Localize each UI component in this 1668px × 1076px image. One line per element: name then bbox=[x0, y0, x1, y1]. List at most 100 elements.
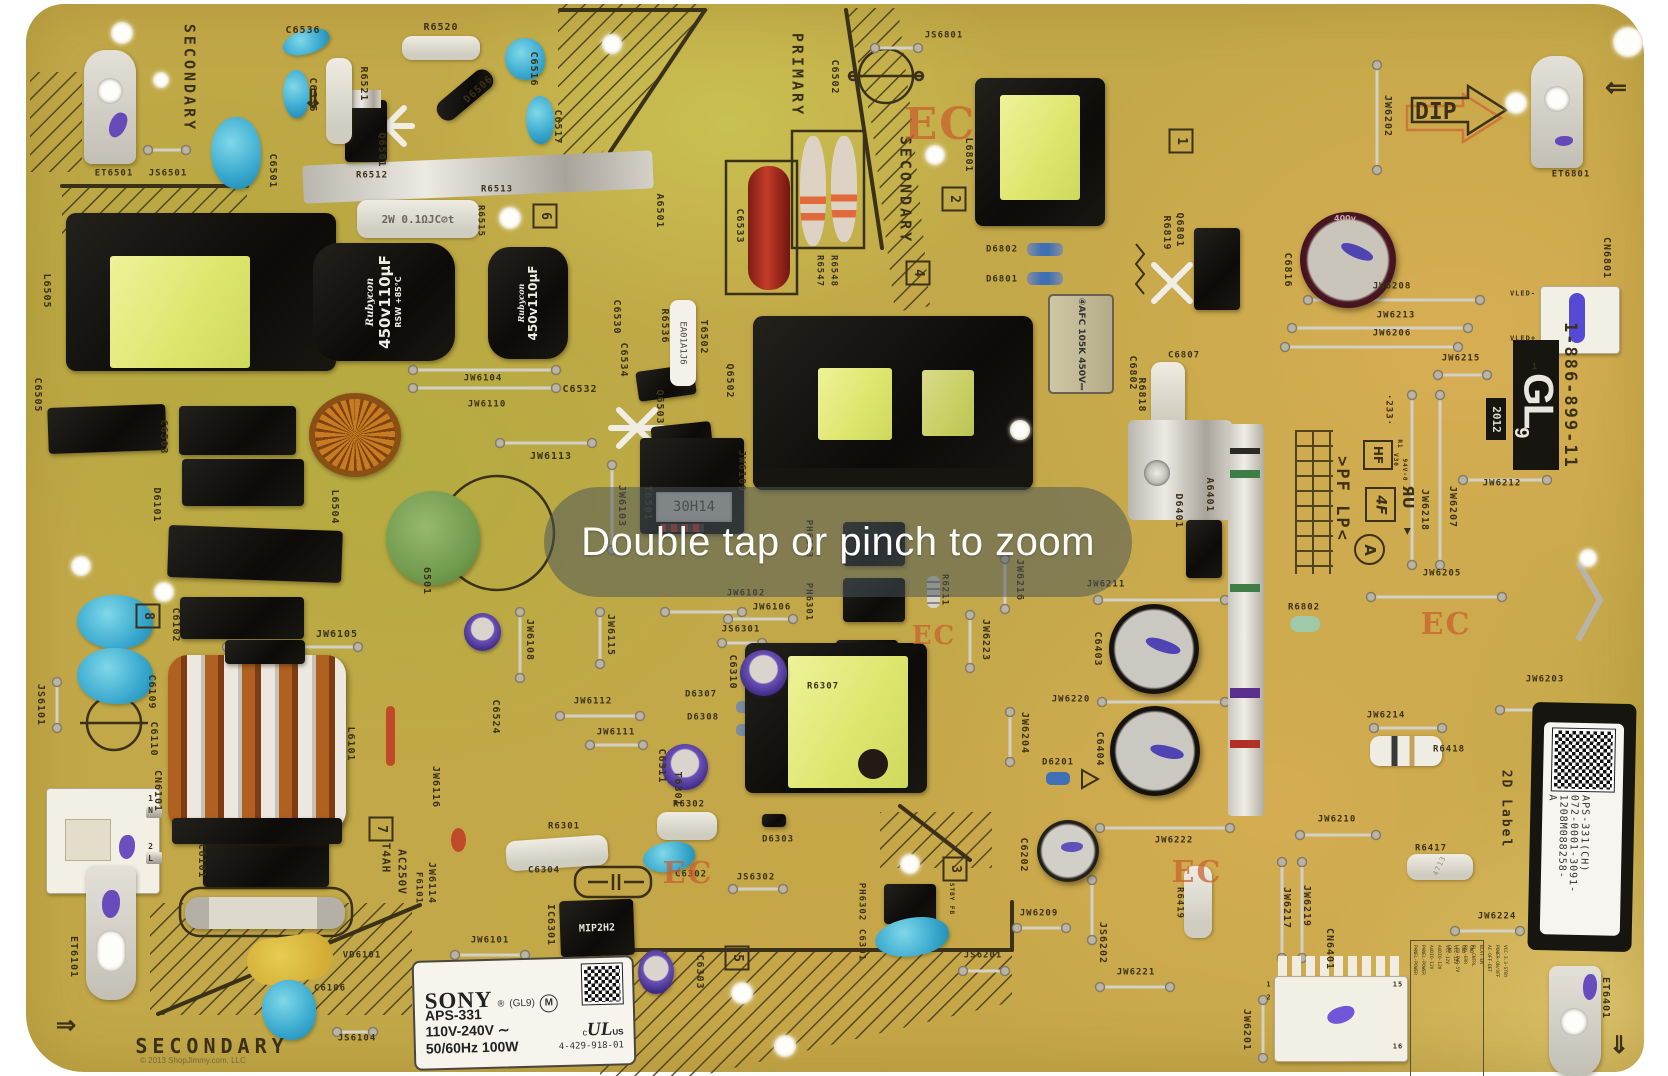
silkscreen-label: Q6503 bbox=[654, 389, 665, 425]
silkscreen-label: C6505 bbox=[32, 377, 43, 413]
silkscreen-label: JW6206 bbox=[1372, 328, 1412, 339]
silkscreen-label: JW6108 bbox=[524, 618, 535, 662]
silkscreen-label: C6311 bbox=[656, 748, 667, 784]
solder-pad bbox=[1474, 294, 1486, 306]
silkscreen-label: JW6208 bbox=[1372, 281, 1412, 292]
solder-pad bbox=[1541, 474, 1553, 486]
drill-hole bbox=[602, 34, 622, 54]
solder-pad bbox=[1434, 559, 1446, 571]
solder-pad bbox=[964, 609, 976, 621]
solder-pad bbox=[1011, 922, 1023, 934]
inductor-l6101-clamp bbox=[225, 640, 305, 664]
silkscreen-label: ET6101 bbox=[68, 935, 79, 979]
capacitor-c6516-body bbox=[505, 38, 545, 80]
silkscreen-label: R6512 bbox=[355, 170, 389, 181]
solder-pad bbox=[1094, 981, 1106, 993]
layout-marker-number: 7 bbox=[373, 825, 389, 833]
disc-varistor-6501 bbox=[386, 491, 480, 585]
silkscreen-label: ET6401 bbox=[1600, 976, 1611, 1020]
paint-mark bbox=[1569, 293, 1585, 343]
capacitor-afc: ④AFC 105K 450V⎓ bbox=[1048, 294, 1114, 394]
label-2d-sticker: APS-331(CH)072-0001-3091-1208M088258-A bbox=[1539, 722, 1625, 936]
test-pattern-block bbox=[1295, 430, 1333, 574]
solder-pad bbox=[1371, 164, 1383, 176]
silkscreen-label: R6307 bbox=[806, 681, 840, 692]
connector-cn6101-slot bbox=[65, 819, 111, 861]
solder-pad bbox=[407, 364, 419, 376]
pin-label: BL-CNTRL bbox=[1470, 945, 1475, 967]
pf-text: >PF LP< bbox=[1332, 456, 1352, 542]
silkscreen-label: D6308 bbox=[686, 712, 720, 723]
transformer-t6502-window bbox=[818, 368, 892, 440]
sony-power: 50/60Hz 100W bbox=[425, 1037, 519, 1057]
solder-pad bbox=[1060, 922, 1072, 934]
transformer-t6502-window bbox=[922, 370, 974, 436]
layout-marker: 1 bbox=[1168, 128, 1194, 154]
heatsink-stripe bbox=[1230, 688, 1260, 698]
connector-cn6401-teeth bbox=[1278, 956, 1402, 978]
solder-pad bbox=[1094, 822, 1106, 834]
silkscreen-label: IC6301 bbox=[545, 903, 556, 947]
silkscreen-label: C6532 bbox=[562, 384, 598, 395]
silkscreen-label: VD6101 bbox=[342, 950, 382, 961]
layout-marker: 3 bbox=[942, 856, 968, 882]
silkscreen-label: JW6202 bbox=[1382, 94, 1393, 138]
silkscreen-label: JW6205 bbox=[1422, 568, 1462, 579]
layout-marker-number: 8 bbox=[140, 612, 156, 620]
resistor-r6302-body bbox=[657, 812, 717, 840]
silkscreen-label: D6201 bbox=[1041, 757, 1075, 768]
board-part-number: 1-886-899-11 bbox=[1560, 322, 1580, 469]
sony-part-number: 4-429-918-01 bbox=[558, 1039, 625, 1052]
silkscreen-label: JW6221 bbox=[1116, 967, 1156, 978]
silkscreen-label: JW6201 bbox=[1241, 1008, 1252, 1052]
ec-stamp: EC bbox=[662, 856, 714, 891]
capacitor-c6202 bbox=[1037, 820, 1099, 882]
layout-marker-number: 4 bbox=[910, 269, 926, 277]
silkscreen-label: R6302 bbox=[672, 799, 706, 810]
solder-pad bbox=[964, 662, 976, 674]
silkscreen-label: R6536 bbox=[659, 308, 670, 344]
solder-pad bbox=[1096, 696, 1108, 708]
silkscreen-label: C6534 bbox=[618, 342, 629, 378]
silkscreen-label: JW6213 bbox=[1376, 310, 1416, 321]
silkscreen-label: C6816 bbox=[1282, 252, 1293, 288]
sony-chassis: (GL9) bbox=[509, 997, 536, 1010]
drill-hole bbox=[731, 982, 753, 1004]
paint-mark-red bbox=[386, 706, 395, 766]
silkscreen-label: JW6219 bbox=[1301, 884, 1312, 928]
silkscreen-label: C6536 bbox=[285, 25, 321, 36]
pin-label: LCD-PWR-5V bbox=[1454, 945, 1459, 973]
pin-label: BLAT-EN bbox=[1478, 945, 1483, 964]
solder-pad bbox=[727, 883, 739, 895]
cert-triangle-mark: ▶ bbox=[1402, 528, 1413, 535]
paint-mark bbox=[1339, 239, 1375, 265]
silkscreen-label: R1 bbox=[1396, 439, 1403, 449]
solder-pad bbox=[1276, 856, 1288, 868]
solder-pad bbox=[1462, 322, 1474, 334]
heatsink-a6401-bracket bbox=[1128, 420, 1232, 520]
heatsink-stripe bbox=[1230, 740, 1260, 748]
paint-mark bbox=[119, 835, 135, 859]
solder-pad bbox=[550, 364, 562, 376]
cap-brand: Rubycon bbox=[516, 283, 526, 323]
solder-pad bbox=[1370, 829, 1382, 841]
layout-marker: 6 bbox=[532, 203, 558, 229]
transformer-l6501-tape bbox=[110, 256, 250, 368]
drill-hole bbox=[774, 1035, 796, 1057]
gl9-text: GL9 bbox=[1510, 373, 1563, 437]
layout-marker: 4 bbox=[905, 260, 931, 286]
silkscreen-label: C6301 bbox=[856, 928, 867, 962]
silkscreen-label: 1 bbox=[148, 794, 154, 803]
solder-pad bbox=[449, 949, 461, 961]
ic-marking: MIP2H2 bbox=[578, 921, 616, 935]
solder-pad bbox=[1294, 829, 1306, 841]
silkscreen-arrow: ⇒ bbox=[55, 1012, 77, 1039]
silkscreen-label: T6502 bbox=[698, 319, 709, 355]
solder-pad bbox=[407, 382, 419, 394]
capacitor-c6816: 400v bbox=[1300, 212, 1396, 308]
sony-label: SONY ® (GL9) M APS-331 110V-240V ∼ 50/60… bbox=[411, 955, 637, 1071]
drill-hole bbox=[71, 556, 91, 576]
solder-pad bbox=[1434, 389, 1446, 401]
capacitor-c6501-body bbox=[211, 117, 261, 189]
